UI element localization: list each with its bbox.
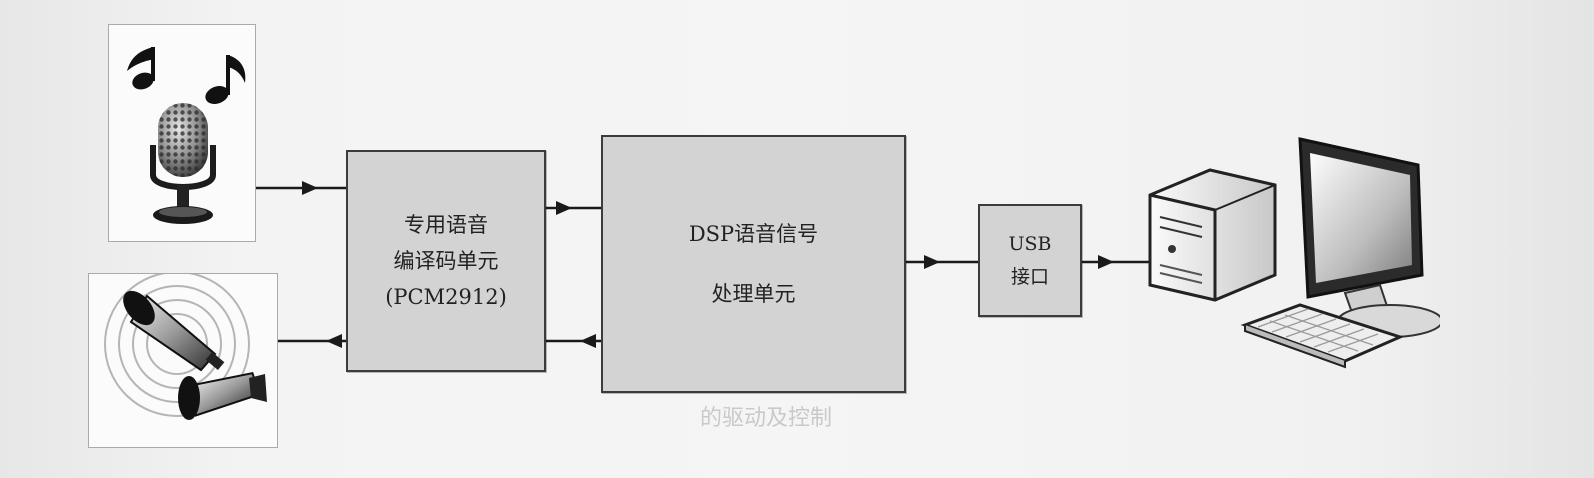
usb-label-line2: 接口 [1010,265,1049,288]
desktop-computer-icon [1148,137,1443,369]
arrow-codec-to-dsp [556,201,572,215]
codec-label-line1: 专用语音 [404,213,488,237]
megaphone-speaker-icon [104,271,267,420]
codec-label-line2: 编译码单元 [393,249,499,273]
arrow-mic-to-codec [302,181,318,195]
microphone-panel [108,24,256,242]
computer-panel [1140,125,1443,375]
megaphone-lower-icon [178,371,267,420]
monitor-icon [1298,137,1443,338]
arrow-usb-to-computer [1098,255,1114,269]
dsp-label-line1: DSP语音信号 [688,222,819,246]
codec-unit-block: 专用语音 编译码单元 (PCM2912) [346,150,546,372]
dsp-unit-block: DSP语音信号 处理单元 [601,135,906,393]
usb-interface-block: USB 接口 [978,204,1082,317]
bleed-through-text: 的驱动及控制 [700,406,833,431]
arrow-dsp-to-usb [924,255,940,269]
pc-tower-icon [1148,168,1277,302]
keyboard-icon [1240,303,1405,369]
megaphone-upper-icon [123,290,225,372]
microphone-with-music-notes-icon [127,47,246,224]
speaker-panel [88,271,278,448]
music-note-right-icon [205,55,246,104]
dsp-label-line2: 处理单元 [711,282,796,306]
codec-label-line3: (PCM2912) [385,285,507,309]
arrow-codec-to-speaker [326,334,342,348]
arrow-dsp-to-codec [580,334,596,348]
music-note-left-icon [127,47,155,90]
usb-label-line1: USB [1008,232,1052,255]
